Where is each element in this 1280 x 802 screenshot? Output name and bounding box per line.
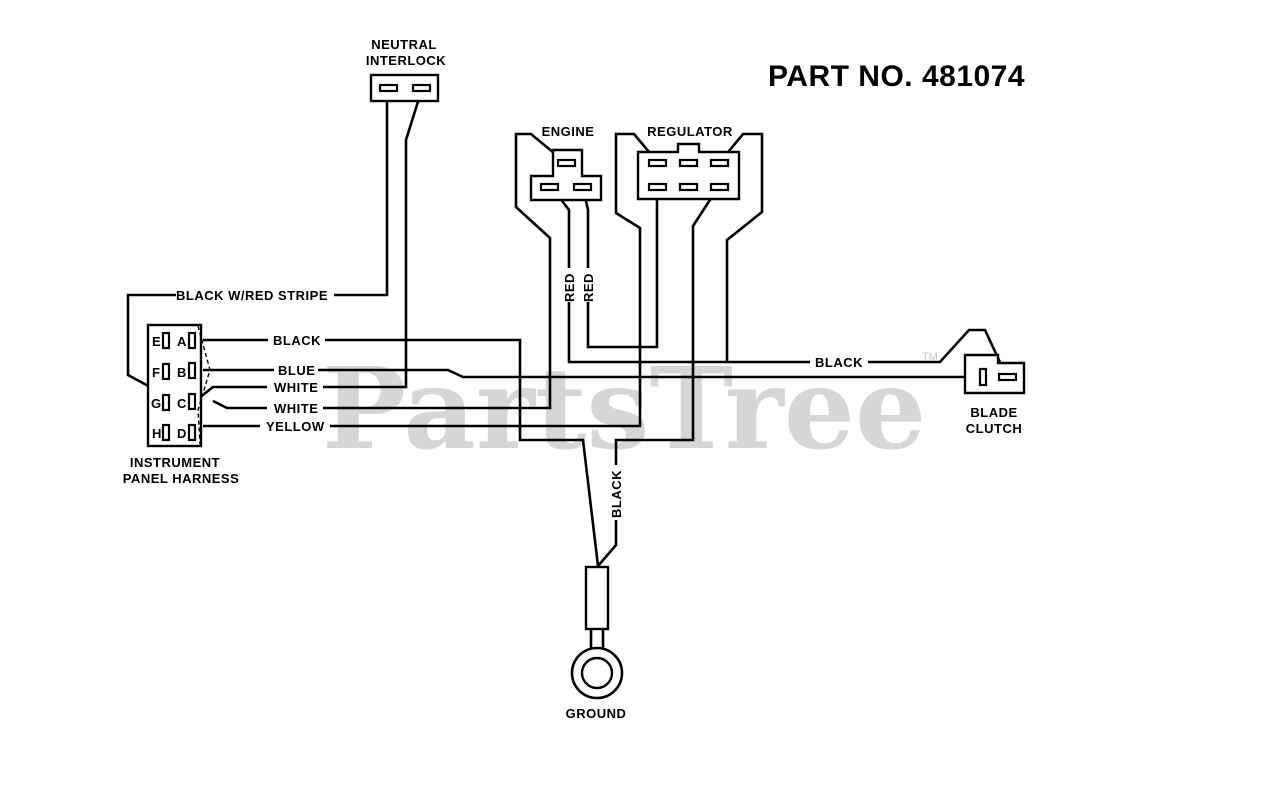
engine-label: ENGINE	[542, 124, 595, 139]
regulator-terminal-top-right	[709, 158, 730, 168]
wire-regulator-ground	[597, 185, 721, 567]
harness-term-f	[161, 362, 171, 381]
wire-black-clutch	[718, 132, 764, 362]
engine-terminal-bottom-left	[539, 182, 560, 192]
harness-pin-e: E	[152, 334, 161, 349]
ground-neck	[589, 629, 605, 648]
part-number-title: PART NO. 481074	[768, 60, 1025, 93]
ground-ring-inner	[580, 656, 614, 690]
harness-pin-a: A	[177, 334, 187, 349]
harness-term-d	[187, 423, 197, 442]
harness-pin-d: D	[177, 426, 186, 441]
harness-term-b	[187, 361, 197, 380]
harness-pin-h: H	[152, 426, 161, 441]
wire-black-a	[203, 338, 600, 567]
ground-terminal: GROUND	[566, 565, 627, 721]
label-red-1: RED	[562, 273, 577, 302]
harness-pin-f: F	[152, 365, 160, 380]
wire-white-interlock	[198, 91, 423, 400]
regulator-label: REGULATOR	[647, 124, 733, 139]
label-black-ground: BLACK	[609, 470, 624, 518]
harness-term-c	[187, 392, 197, 411]
watermark: PartsTree TM	[322, 344, 938, 475]
interlock-terminal-right	[411, 83, 432, 93]
regulator-connector: REGULATOR	[636, 124, 741, 201]
instrument-panel-harness: E F G H A B C D INSTRUMENT PANEL HARNESS	[123, 323, 240, 486]
ground-label: GROUND	[566, 706, 627, 721]
regulator-terminal-bottom-middle	[678, 182, 699, 192]
regulator-terminal-top-middle	[678, 158, 699, 168]
wire-blue	[203, 368, 985, 379]
label-yellow: YELLOW	[266, 419, 325, 434]
wire-yellow	[203, 132, 655, 428]
harness-label-1: INSTRUMENT	[130, 455, 220, 470]
wire-red-2	[580, 183, 659, 349]
blade-clutch-terminal-right	[997, 372, 1018, 382]
label-red-2: RED	[581, 273, 596, 302]
ground-crimp	[584, 565, 610, 631]
harness-term-a	[187, 331, 197, 350]
regulator-terminal-top-left	[647, 158, 668, 168]
engine-terminal-bottom-right	[572, 182, 593, 192]
harness-term-g	[161, 393, 171, 412]
neutral-interlock-label-2: INTERLOCK	[366, 53, 446, 68]
watermark-trademark: TM	[922, 351, 938, 363]
label-white-2: WHITE	[274, 401, 318, 416]
wire-labels: BLACK W/RED STRIPE BLACK BLUE WHITE WHIT…	[176, 273, 863, 518]
blade-clutch-label-1: BLADE	[970, 405, 1017, 420]
wires	[126, 91, 1007, 567]
harness-pin-g: G	[151, 396, 161, 411]
harness-term-e	[161, 331, 171, 350]
harness-pin-c: C	[177, 396, 187, 411]
engine-terminal-top	[556, 158, 577, 168]
blade-clutch-terminal-left	[978, 367, 988, 387]
blade-clutch-label-2: CLUTCH	[966, 421, 1022, 436]
engine-connector-body	[529, 148, 603, 202]
harness-term-h	[161, 423, 171, 442]
label-black-clutch: BLACK	[815, 355, 863, 370]
label-blue: BLUE	[278, 363, 315, 378]
watermark-text: PartsTree	[322, 344, 926, 475]
blade-clutch-connector: BLADE CLUTCH	[963, 353, 1026, 436]
neutral-interlock: NEUTRAL INTERLOCK	[366, 37, 446, 103]
regulator-terminal-bottom-right	[709, 182, 730, 192]
engine-connector: ENGINE	[529, 124, 603, 202]
regulator-terminal-bottom-left	[647, 182, 668, 192]
harness-pin-b: B	[177, 365, 186, 380]
neutral-interlock-label-1: NEUTRAL	[371, 37, 437, 52]
interlock-terminal-left	[378, 83, 399, 93]
harness-label-2: PANEL HARNESS	[123, 471, 240, 486]
label-white-1: WHITE	[274, 380, 318, 395]
label-black-red-stripe: BLACK W/RED STRIPE	[176, 288, 328, 303]
harness-dashed-edge	[197, 325, 211, 445]
label-black-a: BLACK	[273, 333, 321, 348]
